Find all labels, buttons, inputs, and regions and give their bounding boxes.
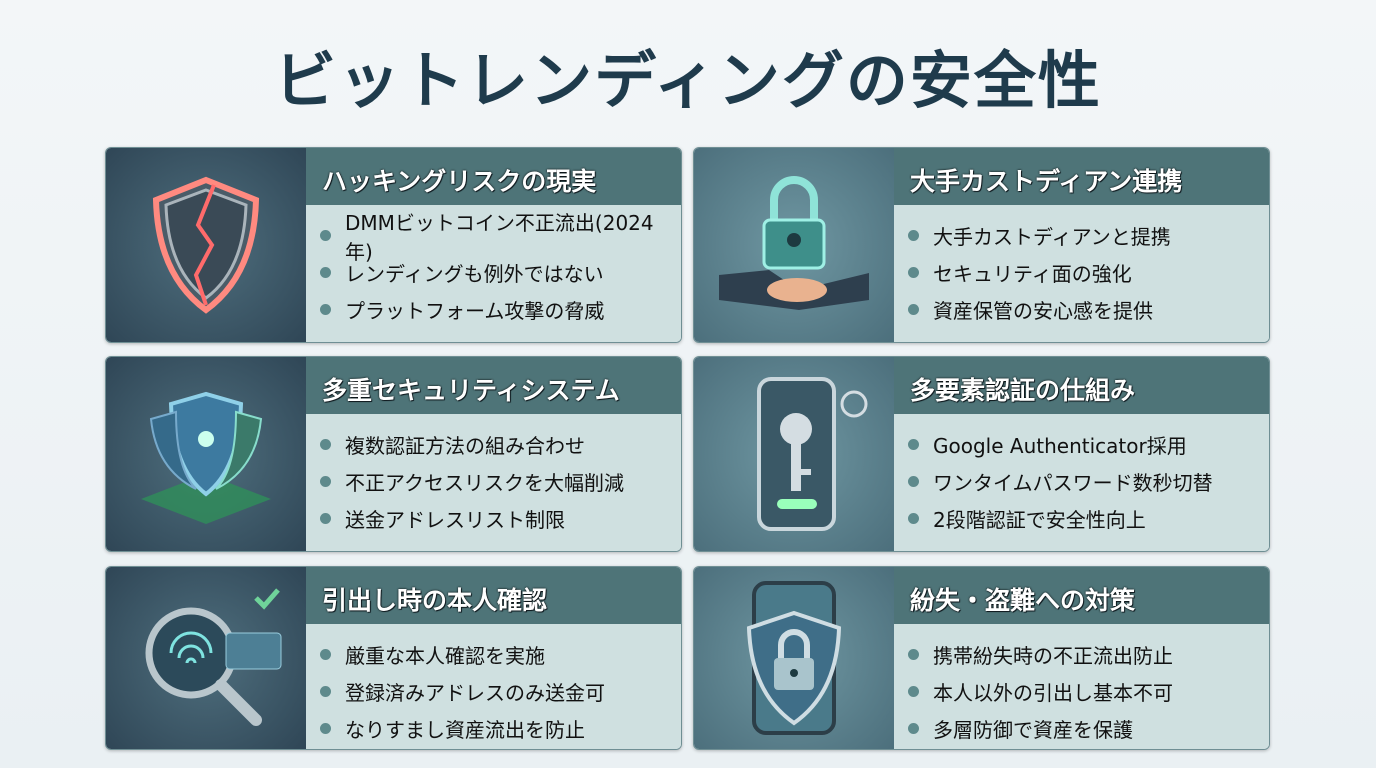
list-item: プラットフォーム攻撃の脅威 <box>320 291 681 328</box>
bullet-icon <box>320 230 331 241</box>
bullet-icon <box>908 476 919 487</box>
list-item: セキュリティ面の強化 <box>908 254 1269 291</box>
list-item: レンディングも例外ではない <box>320 254 681 291</box>
layered-shields-icon <box>106 357 306 551</box>
list-item: 本人以外の引出し基本不可 <box>908 673 1269 710</box>
list-item: 2段階認証で安全性向上 <box>908 500 1269 537</box>
list-item: 登録済みアドレスのみ送金可 <box>320 673 681 710</box>
bullet-icon <box>320 686 331 697</box>
list-item: 複数認証方法の組み合わせ <box>320 426 681 463</box>
list-item: ワンタイムパスワード数秒切替 <box>908 463 1269 500</box>
card-withdrawal-kyc: 引出し時の本人確認 厳重な本人確認を実施 登録済みアドレスのみ送金可 なりすまし… <box>105 566 682 750</box>
list-item: 携帯紛失時の不正流出防止 <box>908 636 1269 673</box>
list-item: 多層防御で資産を保護 <box>908 710 1269 747</box>
card-heading: ハッキングリスクの現実 <box>306 148 681 205</box>
bullet-icon <box>908 513 919 524</box>
phone-shield-lock-icon <box>694 567 894 749</box>
list-item: DMMビットコイン不正流出(2024年) <box>320 211 681 264</box>
broken-shield-icon <box>106 148 306 342</box>
handshake-lock-icon <box>694 148 894 342</box>
bullet-icon <box>320 723 331 734</box>
list-item: 大手カストディアンと提携 <box>908 217 1269 254</box>
list-item: 不正アクセスリスクを大幅削減 <box>320 463 681 500</box>
bullet-icon <box>908 304 919 315</box>
list-item: なりすまし資産流出を防止 <box>320 710 681 747</box>
card-heading: 多要素認証の仕組み <box>894 357 1269 414</box>
bullet-icon <box>320 267 331 278</box>
card-heading: 多重セキュリティシステム <box>306 357 681 414</box>
card-heading: 大手カストディアン連携 <box>894 148 1269 205</box>
card-heading: 紛失・盗難への対策 <box>894 567 1269 624</box>
phone-key-icon <box>694 357 894 551</box>
bullet-icon <box>320 304 331 315</box>
list-item: 厳重な本人確認を実施 <box>320 636 681 673</box>
bullet-icon <box>320 649 331 660</box>
bullet-icon <box>908 230 919 241</box>
bullet-icon <box>320 476 331 487</box>
list-item: 資産保管の安心感を提供 <box>908 291 1269 328</box>
card-hacking-risk: ハッキングリスクの現実 DMMビットコイン不正流出(2024年) レンディングも… <box>105 147 682 343</box>
list-item: Google Authenticator採用 <box>908 426 1269 463</box>
card-heading: 引出し時の本人確認 <box>306 567 681 624</box>
bullet-icon <box>320 513 331 524</box>
bullet-icon <box>908 439 919 450</box>
bullet-icon <box>908 267 919 278</box>
card-loss-theft: 紛失・盗難への対策 携帯紛失時の不正流出防止 本人以外の引出し基本不可 多層防御… <box>693 566 1270 750</box>
page-title: ビットレンディングの安全性 <box>274 44 1102 117</box>
card-custodian: 大手カストディアン連携 大手カストディアンと提携 セキュリティ面の強化 資産保管… <box>693 147 1270 343</box>
card-mfa: 多要素認証の仕組み Google Authenticator採用 ワンタイムパス… <box>693 356 1270 552</box>
card-multi-security: 多重セキュリティシステム 複数認証方法の組み合わせ 不正アクセスリスクを大幅削減… <box>105 356 682 552</box>
fingerprint-magnifier-icon <box>106 567 306 749</box>
list-item: 送金アドレスリスト制限 <box>320 500 681 537</box>
bullet-icon <box>320 439 331 450</box>
bullet-icon <box>908 686 919 697</box>
bullet-icon <box>908 723 919 734</box>
bullet-icon <box>908 649 919 660</box>
